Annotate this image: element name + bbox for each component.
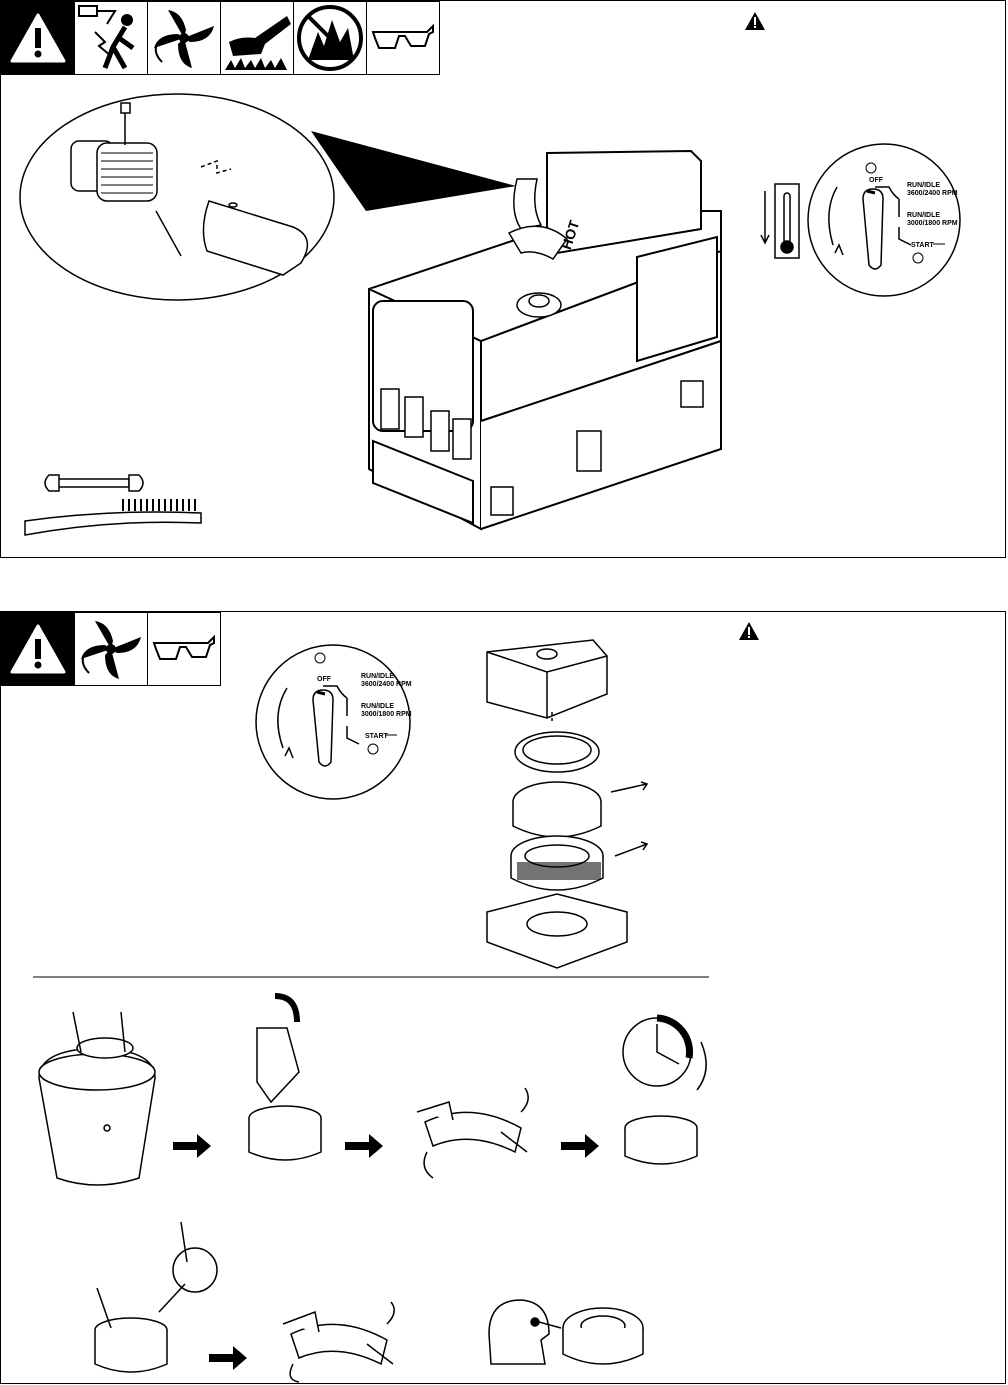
- dial-start-label: START: [365, 733, 389, 740]
- warning-triangle-icon: [739, 622, 759, 640]
- dial-start-label: START: [911, 242, 935, 249]
- moving-parts-fan-icon: [75, 612, 148, 686]
- oil-apply-icon: [94, 1221, 218, 1373]
- warning-triangle-icon: [1, 1, 75, 75]
- dial-run-idle-1-label: RUN/IDLE: [361, 673, 394, 680]
- timer-clock-icon: [622, 1014, 707, 1091]
- electric-shock-icon: [75, 1, 148, 75]
- hot-surface-icon: [221, 1, 294, 75]
- spark-arrestor-maintenance-panel: HOT OFF RUN/IDLE 3600/2400 RPM RUN/IDLE …: [0, 0, 1006, 558]
- dial-run-idle-2-label: RUN/IDLE: [907, 212, 940, 219]
- generator-illustration: HOT OFF RUN/IDLE 3600/2400 RPM RUN/IDLE …: [19, 93, 961, 536]
- oil-pour-icon: [248, 993, 322, 1161]
- moving-parts-fan-icon: [148, 1, 221, 75]
- squeeze-element-icon: [416, 1087, 529, 1179]
- warning-symbol: [744, 11, 766, 31]
- air-cleaner-maintenance-panel: OFF RUN/IDLE 3600/2400 RPM RUN/IDLE 3000…: [0, 611, 1006, 1384]
- warning-triangle-icon: [1, 612, 75, 686]
- dial-run-idle-2-label: RUN/IDLE: [361, 703, 394, 710]
- arrow-right-icon: [561, 1134, 599, 1158]
- engine-switch-dial: [255, 644, 411, 800]
- hazard-icon-strip: [1, 1, 440, 75]
- dial-run-idle-2-rpm: 3000/1800 RPM: [907, 220, 958, 227]
- thermometer-icon: [760, 183, 800, 259]
- wire-brush-icon: [24, 499, 202, 536]
- wrench-icon: [44, 474, 144, 492]
- dial-run-idle-1-rpm: 3600/2400 RPM: [907, 190, 958, 197]
- warning-symbol: [738, 621, 760, 641]
- engine-switch-dial: [807, 143, 961, 297]
- no-open-flame-icon: [294, 1, 367, 75]
- arrow-right-icon: [345, 1134, 383, 1158]
- air-cleaner-exploded-view-icon: [486, 639, 649, 969]
- squeeze-element-icon: [282, 1301, 395, 1383]
- dial-off-label: OFF: [869, 177, 884, 184]
- inspect-element-icon: [488, 1299, 644, 1365]
- bucket-wash-icon: [38, 1011, 156, 1186]
- dial-run-idle-2-rpm: 3000/1800 RPM: [361, 711, 412, 718]
- dry-element-icon: [624, 1115, 698, 1165]
- arrow-right-icon: [209, 1346, 247, 1370]
- dial-run-idle-1-rpm: 3600/2400 RPM: [361, 681, 412, 688]
- safety-glasses-icon: [148, 612, 221, 686]
- warning-triangle-icon: [745, 12, 765, 30]
- safety-glasses-icon: [367, 1, 440, 75]
- dial-run-idle-1-label: RUN/IDLE: [907, 182, 940, 189]
- dial-off-label: OFF: [317, 676, 332, 683]
- air-cleaner-illustration: OFF RUN/IDLE 3600/2400 RPM RUN/IDLE 3000…: [33, 639, 709, 1383]
- arrow-right-icon: [173, 1134, 211, 1158]
- hazard-icon-strip: [1, 612, 221, 686]
